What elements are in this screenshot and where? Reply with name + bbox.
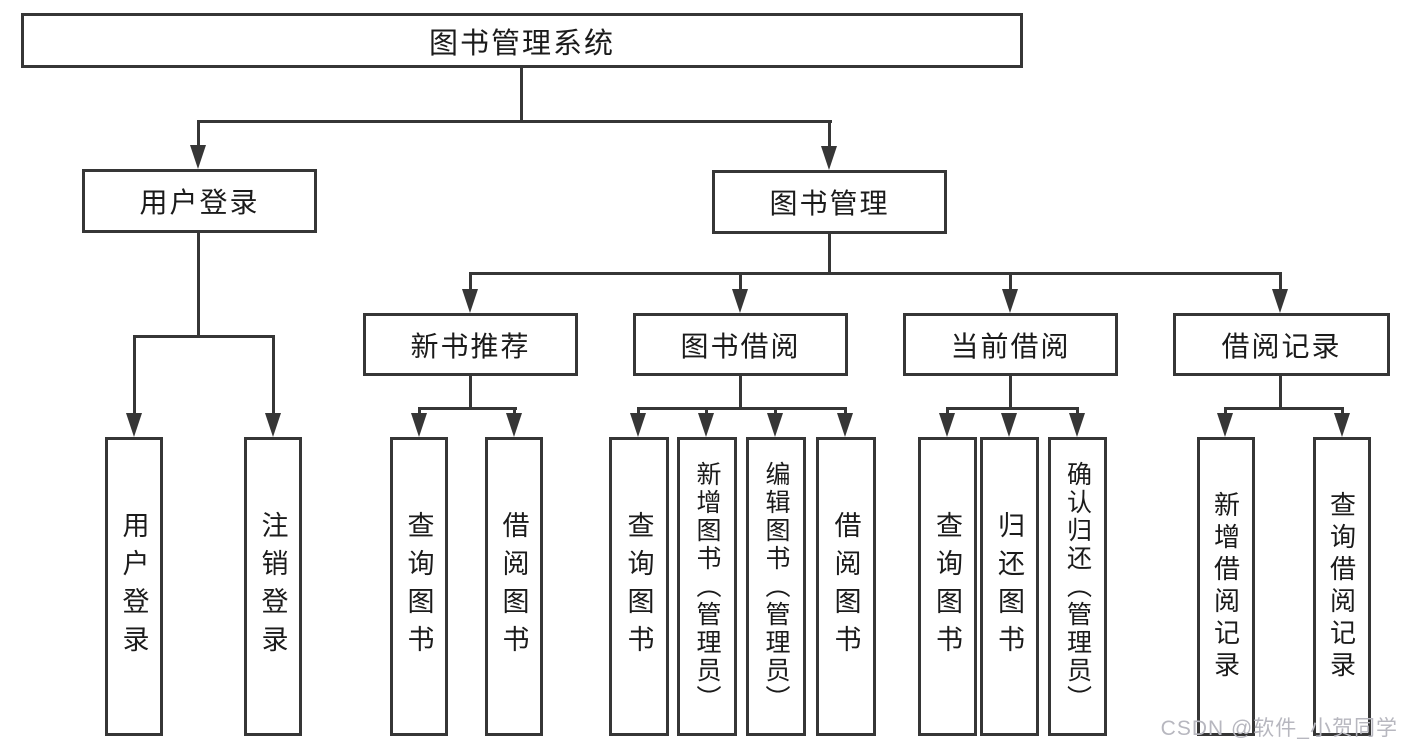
csdn-watermark: CSDN @软件_小贺同学	[1160, 717, 1398, 740]
leaf-add-borrow-record: 新增借阅记录	[1197, 437, 1255, 736]
connector-line	[739, 272, 742, 292]
node-borrowing-records: 借阅记录	[1173, 313, 1390, 376]
leaf-user-login: 用户登录	[105, 437, 163, 736]
connector-line	[272, 335, 275, 415]
connector-line	[1009, 272, 1012, 292]
connector-line	[469, 376, 472, 407]
connector-line	[946, 407, 1079, 410]
leaf-query-books-borrowing: 查询图书	[609, 437, 669, 736]
connector-line	[739, 376, 742, 407]
connector-arrow-down	[462, 289, 478, 313]
connector-line	[133, 335, 275, 338]
connector-arrow-down	[821, 146, 837, 170]
leaf-edit-books-admin: 编辑图书（管理员）	[746, 437, 806, 736]
connector-line	[1009, 376, 1012, 407]
node-book-borrowing: 图书借阅	[633, 313, 848, 376]
connector-line	[946, 407, 949, 416]
connector-arrow-down	[190, 145, 206, 169]
leaf-query-books-current: 查询图书	[918, 437, 977, 736]
connector-arrow-down	[1069, 413, 1085, 437]
leaf-borrow-books: 借阅图书	[816, 437, 876, 736]
connector-line	[133, 335, 136, 415]
connector-line	[418, 407, 421, 416]
node-book-management: 图书管理	[712, 170, 947, 234]
connector-arrow-down	[411, 413, 427, 437]
connector-arrow-down	[837, 413, 853, 437]
leaf-confirm-return-admin: 确认归还（管理员）	[1048, 437, 1107, 736]
connector-arrow-down	[630, 413, 646, 437]
leaf-query-borrow-record: 查询借阅记录	[1313, 437, 1371, 736]
connector-arrow-down	[1272, 289, 1288, 313]
connector-arrow-down	[698, 413, 714, 437]
connector-arrow-down	[1002, 289, 1018, 313]
connector-arrow-down	[506, 413, 522, 437]
node-new-book-recommendation: 新书推荐	[363, 313, 578, 376]
node-current-borrowing: 当前借阅	[903, 313, 1118, 376]
connector-line	[1076, 407, 1079, 416]
connector-arrow-down	[767, 413, 783, 437]
connector-arrow-down	[1217, 413, 1233, 437]
connector-arrow-down	[126, 413, 142, 437]
connector-line	[844, 407, 847, 416]
connector-line	[513, 407, 516, 416]
connector-line	[469, 272, 1282, 275]
connector-line	[1279, 272, 1282, 292]
connector-arrow-down	[1334, 413, 1350, 437]
connector-line	[1224, 407, 1344, 410]
connector-line	[705, 407, 708, 416]
connector-line	[197, 120, 200, 148]
leaf-logout: 注销登录	[244, 437, 302, 736]
connector-line	[197, 120, 832, 123]
node-user-login: 用户登录	[82, 169, 317, 233]
connector-arrow-down	[939, 413, 955, 437]
leaf-return-books: 归还图书	[980, 437, 1039, 736]
connector-line	[637, 407, 640, 416]
leaf-borrow-books-recommend: 借阅图书	[485, 437, 543, 736]
connector-line	[520, 68, 523, 120]
connector-line	[637, 407, 847, 410]
connector-arrow-down	[265, 413, 281, 437]
leaf-add-books-admin: 新增图书（管理员）	[677, 437, 737, 736]
connector-line	[469, 272, 472, 292]
connector-arrow-down	[732, 289, 748, 313]
connector-line	[1279, 376, 1282, 407]
leaf-query-books-recommend: 查询图书	[390, 437, 448, 736]
connector-arrow-down	[1001, 413, 1017, 437]
connector-line	[828, 234, 831, 272]
connector-line	[774, 407, 777, 416]
connector-line	[1224, 407, 1227, 416]
node-library-management-system: 图书管理系统	[21, 13, 1023, 68]
connector-line	[828, 120, 831, 149]
connector-line	[418, 407, 517, 410]
connector-line	[197, 233, 200, 335]
connector-line	[1341, 407, 1344, 416]
